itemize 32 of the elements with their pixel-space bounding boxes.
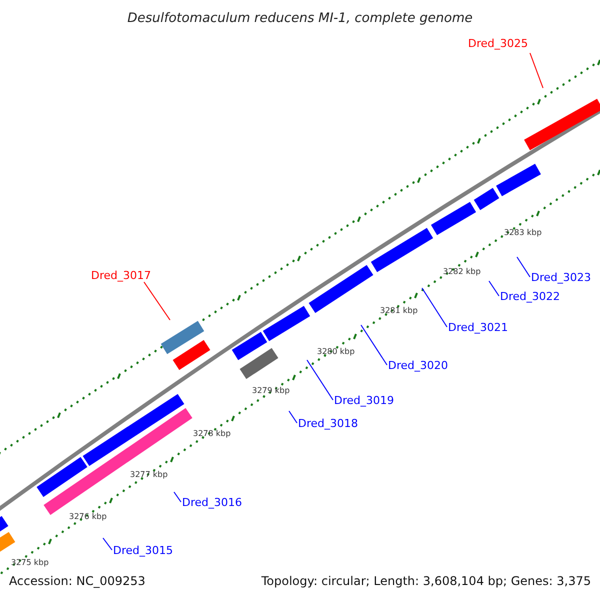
leader-line — [102, 538, 112, 550]
position-label: 3281 kbp — [380, 306, 418, 316]
position-label: 3283 kbp — [504, 228, 542, 238]
leader-line — [306, 360, 334, 400]
title: Desulfotomaculum reducens MI-1, complete genome — [127, 10, 473, 28]
gene-label: Dred_3018 — [298, 417, 358, 430]
gene-label: Dred_3017 — [91, 269, 151, 282]
gene-label: Dred_3023 — [531, 271, 591, 284]
leader-line — [288, 410, 298, 424]
gene-label: Dred_3020 — [388, 359, 448, 372]
position-label: 3280 kbp — [317, 347, 355, 357]
position-label: 3279 kbp — [252, 386, 290, 396]
leader-line — [174, 492, 182, 502]
leader-line — [422, 288, 448, 328]
genome-info-text: Topology: circular; Length: 3,608,104 bp; Genes: 3,375 — [261, 574, 591, 589]
gene-label: Dred_3025 — [468, 37, 528, 50]
position-label: 3276 kbp — [69, 512, 107, 522]
gene-label: Dred_3021 — [448, 321, 508, 334]
leader-line — [144, 282, 170, 320]
gene-label: Dred_3015 — [113, 544, 173, 557]
gene-label: Dred_3022 — [500, 290, 560, 303]
leader-line — [488, 280, 500, 296]
position-label: 3275 kbp — [11, 558, 49, 568]
position-label: 3282 kbp — [443, 267, 481, 277]
position-label: 3278 kbp — [193, 429, 231, 439]
gene-label: Dred_3019 — [334, 394, 394, 407]
position-label: 3277 kbp — [130, 470, 168, 480]
leader-line — [360, 324, 388, 366]
gene-label: Dred_3016 — [182, 496, 242, 509]
leader-line — [530, 52, 544, 88]
leader-line — [516, 256, 530, 278]
accession-text: Accession: NC_009253 — [9, 574, 146, 589]
